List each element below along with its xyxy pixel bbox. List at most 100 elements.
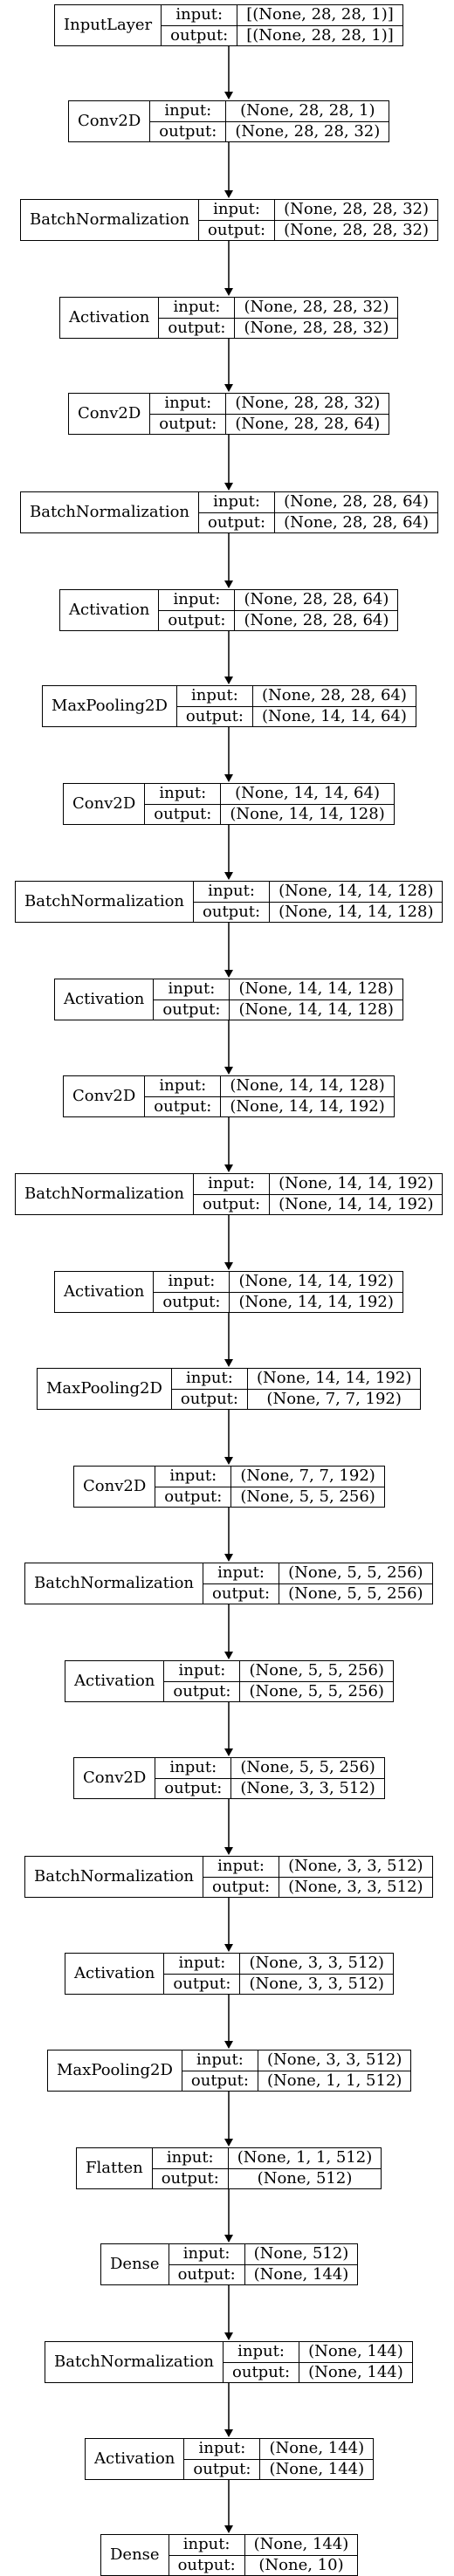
input-shape: (None, 14, 14, 192) <box>270 1174 443 1195</box>
input-shape: (None, 28, 28, 64) <box>275 492 438 513</box>
port-labels: input:output: <box>199 492 276 532</box>
port-labels: input:output: <box>150 101 227 141</box>
layer-name: BatchNormalization <box>45 2342 224 2382</box>
port-labels: input:output: <box>171 1369 248 1409</box>
layer-name: Dense <box>101 2535 169 2575</box>
shape-values: (None, 14, 14, 192)(None, 14, 14, 192) <box>230 1272 402 1312</box>
shape-values: (None, 5, 5, 256)(None, 3, 3, 512) <box>231 1758 384 1798</box>
output-port-label: output: <box>173 1974 231 1993</box>
output-port-label: output: <box>177 2555 236 2574</box>
layer-name: Activation <box>55 979 155 1020</box>
edge-arrowhead <box>224 872 233 880</box>
port-labels: input:output: <box>203 1857 280 1897</box>
output-shape: (None, 28, 28, 64) <box>235 414 381 433</box>
edge-arrowhead <box>224 92 233 100</box>
shape-values: (None, 7, 7, 192)(None, 5, 5, 256) <box>231 1467 384 1507</box>
output-port-label: output: <box>170 25 229 45</box>
output-port-label: output: <box>212 1583 271 1603</box>
input-port-label: input: <box>154 979 230 1000</box>
output-port-label: output: <box>208 220 266 239</box>
shape-values: (None, 28, 28, 32)(None, 28, 28, 64) <box>226 394 389 434</box>
layer-name: BatchNormalization <box>16 882 195 922</box>
input-port-label: input: <box>152 2148 228 2169</box>
shape-values: (None, 28, 28, 1)(None, 28, 28, 32) <box>226 101 389 141</box>
layer-name: InputLayer <box>55 5 162 45</box>
edge-arrowhead <box>224 2041 233 2049</box>
shape-values: (None, 14, 14, 128)(None, 14, 14, 128) <box>230 979 402 1020</box>
shape-values: (None, 512)(None, 144) <box>244 2244 358 2284</box>
input-shape: (None, 5, 5, 256) <box>231 1758 384 1779</box>
port-labels: input:output: <box>155 1467 232 1507</box>
shape-values: [(None, 28, 28, 1)][(None, 28, 28, 1)] <box>237 5 402 45</box>
input-shape: (None, 5, 5, 256) <box>279 1563 432 1584</box>
input-shape: (None, 28, 28, 32) <box>226 394 389 415</box>
input-port-label: input: <box>162 5 237 26</box>
layer-name: BatchNormalization <box>25 1857 204 1897</box>
layer-name: Activation <box>65 1661 165 1701</box>
edge-arrowhead <box>224 970 233 978</box>
edge-arrowhead <box>224 1164 233 1172</box>
layer-name: MaxPooling2D <box>38 1369 172 1409</box>
output-shape: (None, 14, 14, 192) <box>230 1096 385 1116</box>
port-labels: input:output: <box>169 2535 245 2575</box>
input-shape: (None, 14, 14, 192) <box>247 1369 421 1390</box>
input-shape: (None, 144) <box>244 2535 358 2556</box>
input-port-label: input: <box>224 2342 299 2363</box>
input-shape: (None, 1, 1, 512) <box>228 2148 382 2169</box>
port-labels: input:output: <box>154 979 230 1020</box>
input-port-label: input: <box>176 686 252 707</box>
input-port-label: input: <box>150 101 226 122</box>
layer-name: Conv2D <box>74 1758 156 1798</box>
output-port-label: output: <box>203 1194 261 1213</box>
shape-values: (None, 144)(None, 144) <box>260 2439 374 2479</box>
edge-arrowhead <box>224 2525 233 2533</box>
port-labels: input:output: <box>184 2439 261 2479</box>
input-port-label: input: <box>150 394 226 415</box>
output-shape: (None, 5, 5, 256) <box>240 1487 375 1506</box>
output-shape: (None, 5, 5, 256) <box>249 1681 384 1700</box>
layer-name: Activation <box>65 1954 165 1994</box>
layer-name: MaxPooling2D <box>43 686 177 726</box>
output-shape: (None, 28, 28, 64) <box>244 610 389 629</box>
shape-values: (None, 14, 14, 128)(None, 14, 14, 128) <box>270 882 443 922</box>
output-shape: (None, 28, 28, 32) <box>235 121 381 141</box>
edge-arrowhead <box>224 2429 233 2437</box>
output-port-label: output: <box>154 804 212 823</box>
input-shape: (None, 144) <box>299 2342 412 2363</box>
layer-name: Conv2D <box>64 1076 146 1116</box>
input-port-label: input: <box>203 1563 279 1584</box>
output-port-label: output: <box>159 414 217 433</box>
input-port-label: input: <box>169 2535 244 2556</box>
output-port-label: output: <box>190 2071 249 2090</box>
port-labels: input:output: <box>154 1272 230 1312</box>
edge-arrowhead <box>224 677 233 684</box>
output-port-label: output: <box>180 1389 238 1408</box>
layer-name: BatchNormalization <box>21 200 200 240</box>
edge-arrowhead <box>224 2235 233 2243</box>
port-labels: input:output: <box>194 1174 271 1214</box>
layer-name: BatchNormalization <box>21 492 200 532</box>
output-shape: (None, 28, 28, 64) <box>284 512 430 532</box>
layer-name: Activation <box>86 2439 185 2479</box>
output-shape: (None, 28, 28, 32) <box>284 220 430 239</box>
output-shape: (None, 1, 1, 512) <box>266 2071 402 2090</box>
output-port-label: output: <box>161 2168 219 2188</box>
shape-values: (None, 28, 28, 64)(None, 28, 28, 64) <box>235 590 398 630</box>
shape-values: (None, 14, 14, 192)(None, 14, 14, 192) <box>270 1174 443 1214</box>
edge-arrowhead <box>224 774 233 782</box>
layer-name: Conv2D <box>64 784 146 824</box>
shape-values: (None, 144)(None, 10) <box>244 2535 358 2575</box>
output-port-label: output: <box>164 1778 223 1797</box>
port-labels: input:output: <box>164 1954 241 1994</box>
layer-name: Conv2D <box>69 394 151 434</box>
